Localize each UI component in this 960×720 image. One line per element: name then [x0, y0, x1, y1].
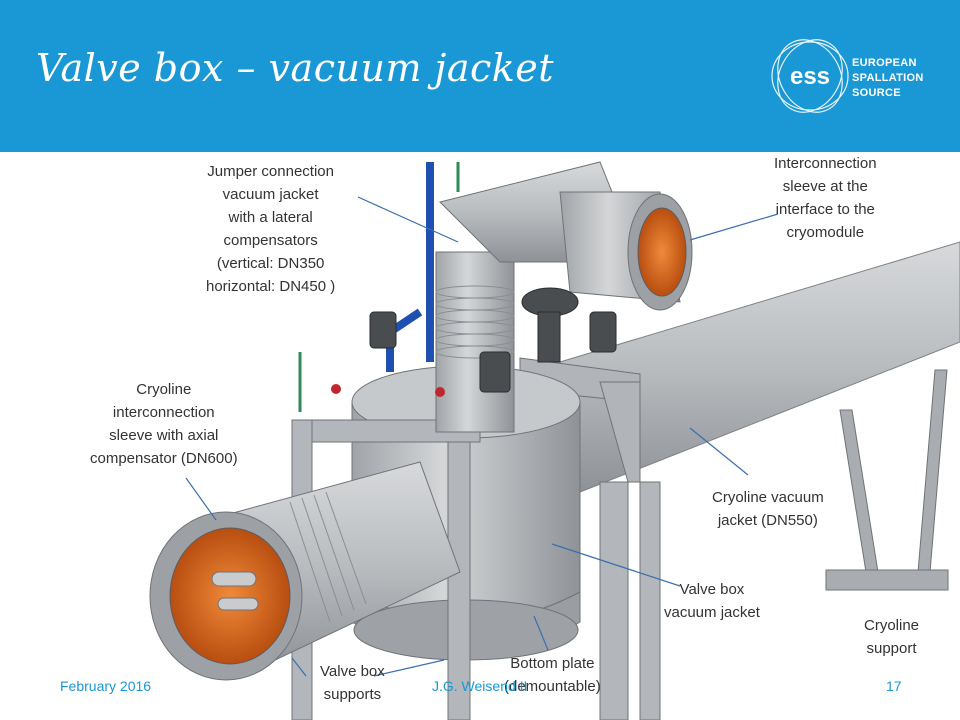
- label-line: vacuum jacket: [222, 186, 319, 203]
- cryoline-support: [825, 369, 949, 591]
- label-line: Valve box: [320, 663, 385, 680]
- logo-line-3: SOURCE: [852, 87, 901, 99]
- label-line: (demountable): [504, 678, 601, 695]
- label-line: Jumper connection: [207, 163, 334, 180]
- label-valve-box-jacket: Valve box vacuum jacket: [664, 578, 760, 624]
- label-line: compensator (DN600): [90, 450, 238, 467]
- label-line: cryomodule: [786, 224, 865, 241]
- label-line: Cryoline: [864, 617, 920, 634]
- label-cryoline-sleeve: Cryoline interconnection sleeve with axi…: [90, 378, 238, 470]
- label-bottom-plate: Bottom plate (demountable): [504, 652, 601, 698]
- label-valve-box-supports: Valve box supports: [320, 660, 385, 706]
- label-line: (vertical: DN350: [216, 255, 325, 272]
- label-line: Cryoline vacuum: [712, 489, 824, 506]
- instrument-lines: [298, 162, 460, 412]
- footer-page-number: 17: [886, 678, 902, 694]
- label-line: vacuum jacket: [664, 604, 760, 621]
- valve-actuators: [369, 287, 617, 393]
- leader-lines: [185, 196, 779, 677]
- label-line: sleeve at the: [782, 178, 868, 195]
- label-interconnection-cryomodule: Interconnection sleeve at the interface …: [774, 152, 877, 244]
- label-line: Valve box: [679, 581, 745, 598]
- ess-logo: ess: [771, 39, 849, 113]
- label-line: with a lateral: [228, 209, 313, 226]
- label-line: Interconnection: [774, 155, 877, 172]
- slide-title: Valve box – vacuum jacket: [36, 46, 555, 90]
- logo-line-1: EUROPEAN: [852, 57, 917, 69]
- interconnection-sleeve-cryomodule: [559, 191, 693, 311]
- label-line: interface to the: [775, 201, 875, 218]
- cryoline-interconnection-sleeve: [149, 461, 461, 681]
- label-line: horizontal: DN450 ): [206, 278, 336, 295]
- footer-date: February 2016: [60, 678, 152, 694]
- red-hand-valves: [331, 384, 445, 397]
- label-jumper-connection: Jumper connection vacuum jacket with a l…: [206, 160, 335, 298]
- label-line: compensators: [223, 232, 318, 249]
- logo-mark: ess: [790, 63, 830, 90]
- label-line: interconnection: [112, 404, 215, 421]
- label-line: sleeve with axial: [109, 427, 219, 444]
- label-line: supports: [323, 686, 382, 703]
- header-bar: [0, 0, 960, 152]
- label-line: Bottom plate: [510, 655, 595, 672]
- label-line: support: [866, 640, 917, 657]
- footer-author: J.G. Weisend II: [432, 678, 528, 694]
- logo-line-2: SPALLATION: [852, 72, 924, 84]
- label-cryoline-jacket: Cryoline vacuum jacket (DN550): [712, 486, 824, 532]
- label-line: jacket (DN550): [717, 512, 818, 529]
- logo-text: EUROPEAN SPALLATION SOURCE: [852, 56, 924, 101]
- label-line: Cryoline: [136, 381, 192, 398]
- label-cryoline-support: Cryoline support: [864, 614, 919, 660]
- valve-box-illustration: [149, 161, 960, 720]
